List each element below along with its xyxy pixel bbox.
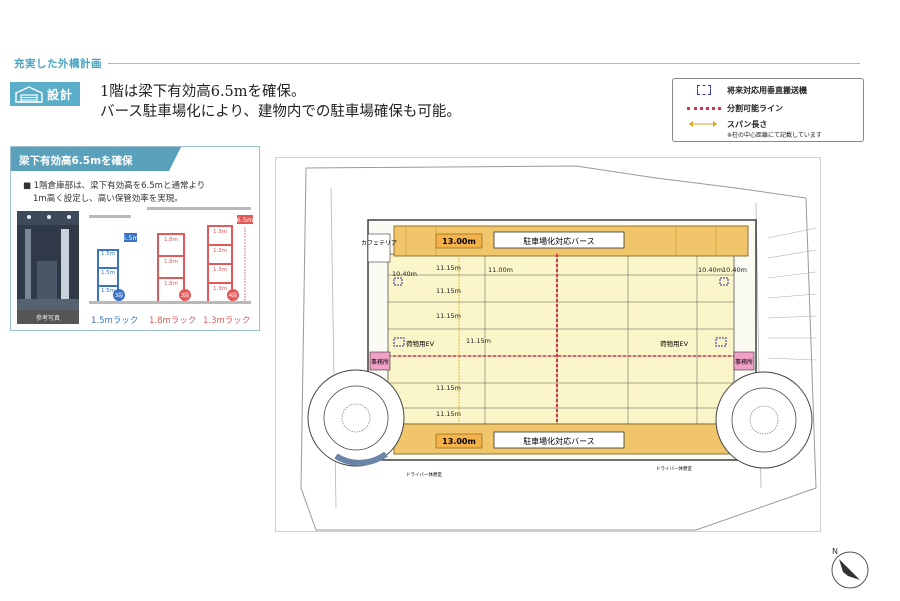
legend-label: 分割可能ライン — [727, 104, 783, 113]
clearance-panel: 梁下有効高6.5mを確保 ■ 1階倉庫部は、梁下有効高を6.5mと通常より 1m… — [10, 146, 260, 331]
driver-rest-right: ドライバー休憩室 — [656, 465, 692, 472]
span-label: 11.00m — [488, 266, 513, 274]
headline-line-2: バース駐車場化により、建物内での駐車場確保も可能。 — [100, 104, 461, 120]
photo-caption: 参考写真 — [17, 310, 79, 324]
double-arrow-icon — [679, 119, 727, 129]
rack-total-height: 5.5m — [122, 234, 139, 242]
office-left: 事務所 — [371, 358, 389, 366]
freight-ev-right: 荷物用EV — [660, 339, 689, 348]
left-ramp — [307, 369, 405, 467]
rack-1-8m: 1.8m 1.8m 1.8m 3段 — [157, 233, 191, 301]
freight-ev-left: 荷物用EV — [406, 339, 435, 348]
floor-plan: 駐車場化対応バース 13.00m 駐車場化対応バース 13.00m 11.15m… — [275, 157, 821, 532]
rack-1-5m: 5.5m 1.5m 1.5m 1.5m 3段 — [97, 233, 139, 301]
rack-label-1-5m: 1.5mラック — [91, 316, 139, 326]
bottom-berth-span: 13.00m — [442, 437, 476, 446]
rack-level-height: 1.3m — [213, 229, 227, 235]
section-title: 充実した外構計画 — [14, 58, 102, 70]
dashed-square-icon — [679, 85, 727, 95]
warehouse-icon — [15, 86, 43, 103]
headline-line-1: 1階は梁下有効高6.5mを確保。 — [100, 84, 306, 100]
rack-label-1-3m: 1.3mラック — [203, 316, 251, 326]
rack-diagram: 5.5m 1.5m 1.5m 1.5m 3段 1.8m 1.8m 1.8m 3段… — [89, 207, 253, 304]
legend-item-vertical-conveyor: 将来対応用垂直搬送機 — [679, 85, 807, 96]
rack-levels: 3段 — [181, 292, 189, 299]
rack-level-height: 1.8m — [164, 237, 178, 243]
panel-desc-line-1: ■ 1階倉庫部は、梁下有効高を6.5mと通常より — [23, 181, 206, 191]
span-label: 10.40m — [722, 266, 747, 274]
span-label: 11.15m — [436, 384, 461, 392]
rack-level-height: 1.3m — [213, 286, 227, 292]
legend-item-span-length: スパン長さ ※柱の中心距離にて記載しています — [679, 119, 822, 139]
rack-level-height: 1.3m — [213, 248, 227, 254]
span-label: 11.15m — [466, 337, 491, 345]
span-label: 11.15m — [436, 410, 461, 418]
cafeteria-label: カフェテリア — [361, 240, 397, 247]
rack-total-height: 6.5m — [237, 216, 254, 224]
rack-level-height: 1.3m — [213, 267, 227, 273]
driver-rest-left: ドライバー休憩室 — [406, 471, 442, 478]
design-badge: 設計 — [10, 82, 80, 106]
bottom-berth-label: 駐車場化対応バース — [523, 436, 595, 446]
span-label: 11.15m — [436, 312, 461, 320]
north-compass-icon: N — [831, 547, 869, 589]
reference-photo — [17, 211, 79, 311]
top-berth-label: 駐車場化対応バース — [523, 236, 595, 246]
span-label: 10.40m — [698, 266, 723, 274]
rack-level-height: 1.8m — [164, 281, 178, 287]
span-label: 11.15m — [436, 264, 461, 272]
span-label: 11.15m — [436, 287, 461, 295]
legend: 将来対応用垂直搬送機 分割可能ライン スパン長さ ※柱の中心距離にて記載していま… — [672, 78, 864, 142]
office-right: 事務所 — [735, 358, 753, 366]
rack-1-3m: 6.5m 1.3m 1.3m 1.3m 1.3m 4段 — [207, 215, 253, 301]
legend-label: スパン長さ — [727, 120, 768, 129]
panel-desc-line-2: 1m高く設定し、高い保管効率を実現。 — [33, 194, 183, 204]
right-ramp — [715, 371, 813, 469]
legend-item-split-line: 分割可能ライン — [679, 103, 783, 114]
rack-level-height: 1.8m — [164, 259, 178, 265]
panel-title: 梁下有効高6.5mを確保 — [11, 147, 181, 171]
legend-label: 将来対応用垂直搬送機 — [727, 86, 807, 95]
rack-level-height: 1.5m — [101, 288, 115, 294]
top-berth-span: 13.00m — [442, 237, 476, 246]
badge-label: 設計 — [47, 87, 74, 102]
rack-level-height: 1.5m — [101, 270, 115, 276]
legend-note: ※柱の中心距離にて記載しています — [727, 132, 822, 139]
section-divider — [108, 63, 860, 64]
rack-label-1-8m: 1.8mラック — [149, 316, 197, 326]
dashed-red-line-icon — [679, 103, 727, 113]
span-label: 10.40m — [392, 270, 417, 278]
rack-level-height: 1.5m — [101, 251, 115, 257]
rack-levels: 4段 — [229, 292, 237, 299]
rack-levels: 3段 — [115, 292, 123, 299]
svg-text:N: N — [832, 547, 838, 556]
